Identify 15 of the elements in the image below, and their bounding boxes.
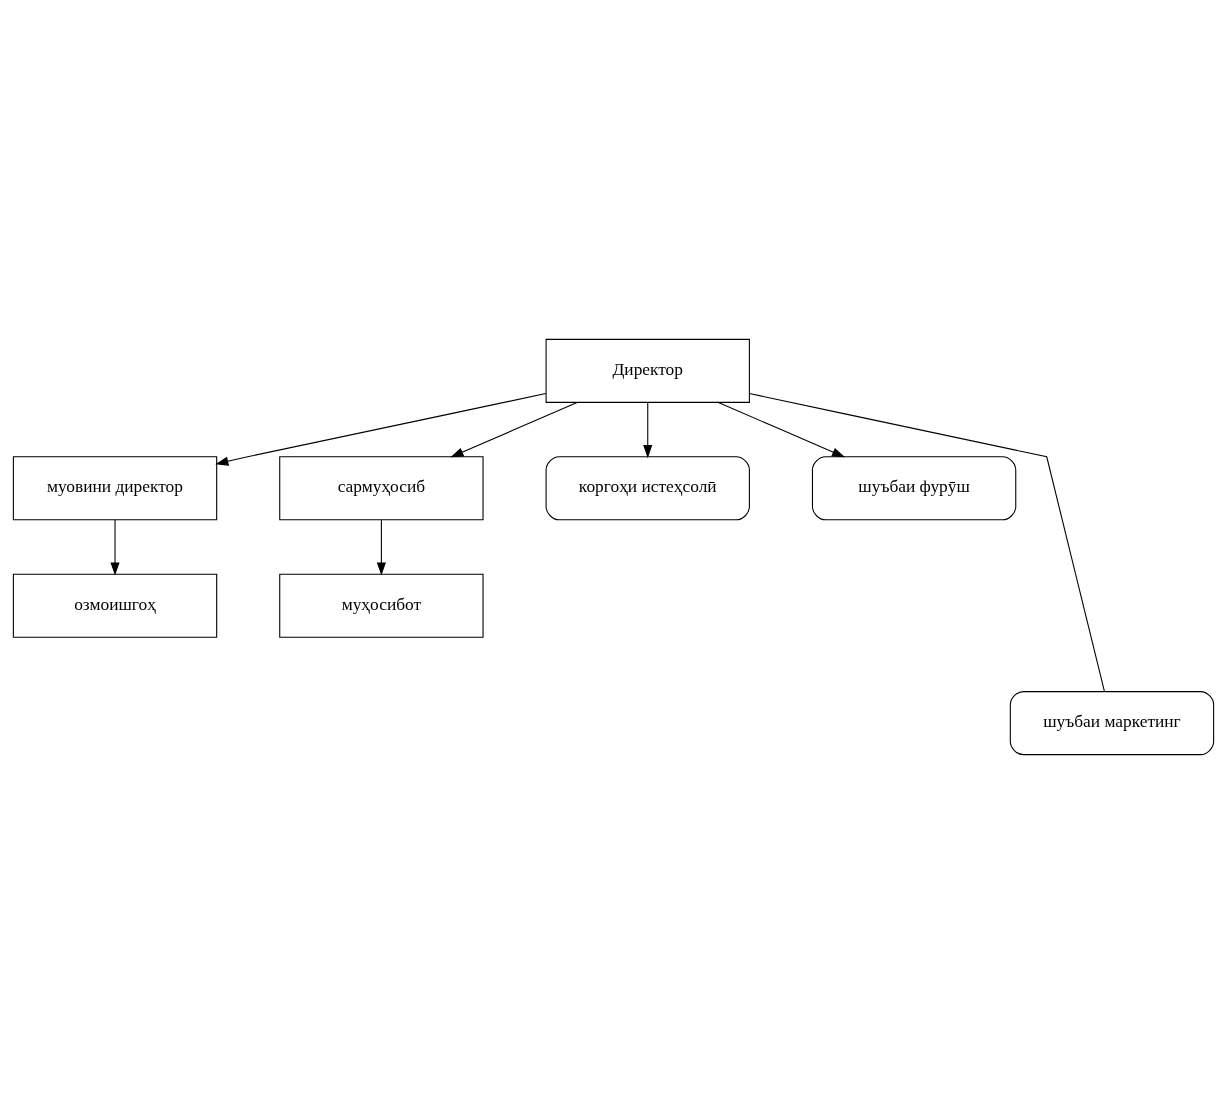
arrow (109, 518, 120, 576)
arrow (376, 518, 386, 576)
node-box: муҳосибот (278, 573, 484, 638)
node-box: Директор (545, 338, 750, 403)
node-box: сармуҳосиб (278, 455, 484, 520)
arrow (214, 392, 546, 466)
arrow (717, 401, 845, 457)
node-box: шуъбаи фурӯш (811, 455, 1016, 520)
connector (748, 392, 1105, 692)
arrow (642, 401, 652, 458)
node-box: озмоишгоҳ (12, 573, 217, 638)
node-box: муовини директор (12, 455, 217, 520)
arrow (449, 401, 578, 457)
node-box: шуъбаи маркетинг (1009, 690, 1214, 755)
node-box: коргоҳи истеҳсолӣ (545, 455, 750, 520)
